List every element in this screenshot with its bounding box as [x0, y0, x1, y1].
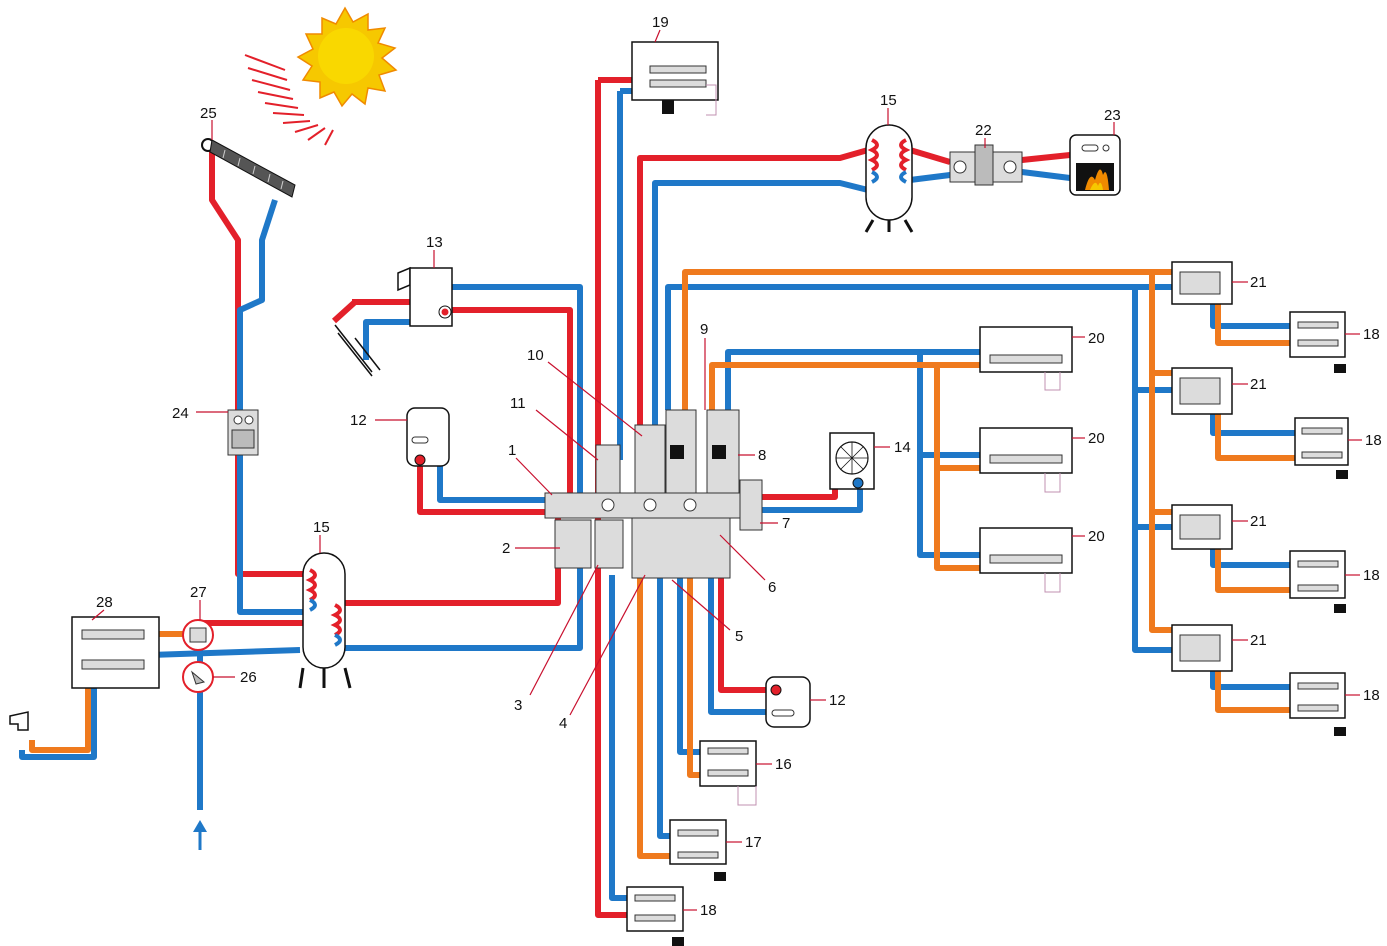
label-2: 2 [502, 540, 510, 557]
tap-icon [9, 711, 29, 731]
label-24: 24 [172, 405, 189, 422]
sun-icon [244, 6, 398, 146]
label-12-bottom: 12 [829, 692, 846, 709]
manifold-icon [669, 819, 727, 881]
heat-pump-icon [829, 432, 875, 490]
manifold-icon [699, 740, 757, 806]
label-11: 11 [510, 395, 526, 412]
dhw-manifold-icon [71, 616, 160, 689]
label-19: 19 [652, 14, 669, 31]
label-17: 17 [745, 834, 762, 851]
label-20-a: 20 [1088, 330, 1105, 347]
zone-pump-group [1171, 504, 1233, 550]
inlet-arrow-icon [193, 820, 207, 850]
mixed-pipes [29, 269, 1305, 859]
component-labels: 25 24 15 28 27 26 13 12 1 11 10 9 8 7 6 … [96, 14, 1382, 919]
label-22: 22 [975, 122, 992, 139]
label-26: 26 [240, 669, 257, 686]
label-8: 8 [758, 447, 766, 464]
label-21-a: 21 [1250, 274, 1267, 291]
label-3: 3 [514, 697, 522, 714]
label-4: 4 [559, 715, 567, 732]
central-distribution-manifold [544, 409, 763, 579]
zone-pump-group [1171, 367, 1233, 415]
floor-heating-manifold [979, 326, 1073, 391]
label-25: 25 [200, 105, 217, 122]
check-valve-icon [182, 661, 214, 693]
buffer-tank-icon [864, 124, 914, 233]
label-7: 7 [782, 515, 790, 532]
label-18-d: 18 [1363, 687, 1380, 704]
manifold-icon [1289, 550, 1346, 613]
label-5: 5 [735, 628, 743, 645]
water-heater-icon [765, 676, 811, 728]
fireplace-icon [1069, 134, 1121, 196]
zone-pump-group [1171, 261, 1233, 305]
label-6: 6 [768, 579, 776, 596]
manifold-icon [1289, 311, 1346, 373]
label-1: 1 [508, 442, 516, 459]
manifold-icon [631, 41, 719, 116]
label-12-left: 12 [350, 412, 367, 429]
zone-pump-group [1171, 624, 1233, 672]
floor-heating-manifold [979, 427, 1073, 493]
label-15-top: 15 [880, 92, 897, 109]
label-15-left: 15 [313, 519, 330, 536]
label-21-b: 21 [1250, 376, 1267, 393]
solar-pump-group-icon [227, 409, 259, 456]
floor-heating-manifold [979, 527, 1073, 593]
label-18-e: 18 [700, 902, 717, 919]
label-18-a: 18 [1363, 326, 1380, 343]
label-21-c: 21 [1250, 513, 1267, 530]
label-13: 13 [426, 234, 443, 251]
hot-pipes [196, 77, 1071, 918]
label-23: 23 [1104, 107, 1121, 124]
solar-collector-icon [201, 138, 296, 198]
label-20-c: 20 [1088, 528, 1105, 545]
label-9: 9 [700, 321, 708, 338]
label-10: 10 [527, 347, 544, 364]
label-21-d: 21 [1250, 632, 1267, 649]
buffer-tank-icon [298, 552, 352, 689]
label-16: 16 [775, 756, 792, 773]
label-18-c: 18 [1363, 567, 1380, 584]
manifold-icon [1294, 417, 1349, 479]
fireplace-kit-icon [949, 144, 1023, 186]
label-28: 28 [96, 594, 113, 611]
water-heater-icon [406, 407, 450, 467]
label-20-b: 20 [1088, 430, 1105, 447]
label-27: 27 [190, 584, 207, 601]
manifold-icon [1289, 672, 1346, 736]
manifold-icon [626, 886, 684, 946]
mixing-valve-icon [182, 619, 214, 651]
boiler-icon [334, 266, 453, 377]
label-14: 14 [894, 439, 911, 456]
label-18-b: 18 [1365, 432, 1382, 449]
